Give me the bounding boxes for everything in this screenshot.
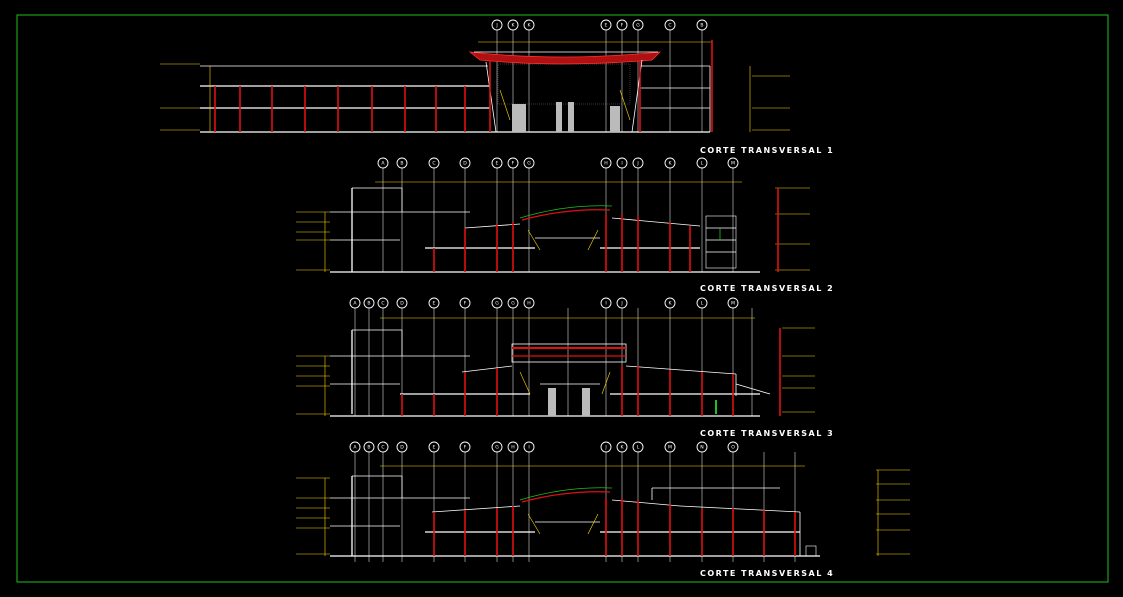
roof-truss [511, 343, 627, 363]
grid-bubble-label: F [621, 23, 624, 29]
section-4-title: CORTE TRANSVERSAL 4 [700, 569, 834, 578]
grid-bubble-label: I [528, 445, 529, 451]
grid-bubble-label: J [495, 23, 497, 29]
grid-bubble-label: E [496, 161, 499, 167]
section-1-grid-bubbles: J K K E F G C B [491, 19, 708, 31]
grid-bubble-label: C [381, 445, 384, 451]
drawing-frame [16, 14, 1109, 583]
grid-bubble-label: H [511, 445, 514, 451]
grid-bubble-label: M [668, 445, 672, 451]
grid-bubble-label: D [400, 445, 404, 451]
roof-canopy [468, 51, 662, 65]
grid-bubble-label: B [700, 23, 703, 29]
section-4-grid-bubbles: A B C D E F G H I J K L M N O [349, 441, 739, 453]
grid-bubble-label: J [620, 301, 622, 307]
grid-bubble-label: G [495, 445, 499, 451]
section-2-title: CORTE TRANSVERSAL 2 [700, 284, 834, 293]
grid-bubble-label: L [701, 301, 704, 307]
grid-bubble-label: F [464, 445, 467, 451]
section-4-building [296, 465, 910, 557]
grid-bubble-label: B [367, 445, 370, 451]
grid-bubble-label: A [353, 445, 357, 451]
grid-bubble-label: N [700, 445, 703, 451]
section-1-building [160, 40, 790, 133]
grid-bubble-label: D [463, 161, 467, 167]
grid-bubble-label: H [527, 301, 530, 307]
grid-bubble-label: C [432, 161, 435, 167]
grid-bubble-label: M [731, 161, 735, 167]
grid-bubble-label: F [512, 161, 515, 167]
grid-bubble-label: L [701, 161, 704, 167]
section-1: J K K E F G C B [160, 19, 834, 155]
grid-bubble-label: E [433, 445, 436, 451]
grid-bubble-label: K [620, 445, 624, 451]
grid-bubble-label: A [381, 161, 385, 167]
grid-bubble-label: G [495, 301, 499, 307]
grid-bubble-label: E [433, 301, 436, 307]
grid-bubble-label: H [604, 161, 607, 167]
grid-bubble-label: J [604, 445, 606, 451]
grid-bubble-label: C [668, 23, 671, 29]
grid-bubble-label: K [511, 23, 515, 29]
section-2: A B C D E F G H I J K L M [296, 157, 834, 293]
grid-bubble-label: C [381, 301, 384, 307]
grid-bubble-label: I [621, 161, 622, 167]
grid-bubble-label: E [605, 23, 608, 29]
section-1-gridlines [496, 30, 703, 132]
grid-bubble-label: B [400, 161, 403, 167]
section-1-title: CORTE TRANSVERSAL 1 [700, 146, 834, 155]
grid-bubble-label: G [511, 301, 515, 307]
section-3-building [296, 317, 815, 417]
section-2-gridlines [382, 168, 734, 272]
section-4: A B C D E F G H I J K L M N O [296, 441, 910, 578]
grid-bubble-label: A [353, 301, 357, 307]
section-3-title: CORTE TRANSVERSAL 3 [700, 429, 834, 438]
grid-bubble-label: L [637, 445, 640, 451]
grid-bubble-label: K [668, 161, 672, 167]
grid-bubble-label: I [605, 301, 606, 307]
section-3-grid-bubbles: A B C D E F G G H I J K L M [349, 297, 739, 309]
grid-bubble-label: O [731, 445, 735, 451]
grid-bubble-label: F [464, 301, 467, 307]
section-2-building [296, 181, 810, 273]
section-4-gridlines [354, 452, 796, 562]
grid-bubble-label: M [731, 301, 735, 307]
grid-bubble-label: K [668, 301, 672, 307]
grid-bubble-label: K [527, 23, 531, 29]
section-2-grid-bubbles: A B C D E F G H I J K L M [377, 157, 739, 169]
grid-bubble-label: J [636, 161, 638, 167]
grid-bubble-label: B [367, 301, 370, 307]
grid-bubble-label: D [400, 301, 404, 307]
grid-bubble-label: G [527, 161, 531, 167]
grid-bubble-label: G [636, 23, 640, 29]
section-3: A B C D E F G G H I J K L M [296, 297, 834, 438]
